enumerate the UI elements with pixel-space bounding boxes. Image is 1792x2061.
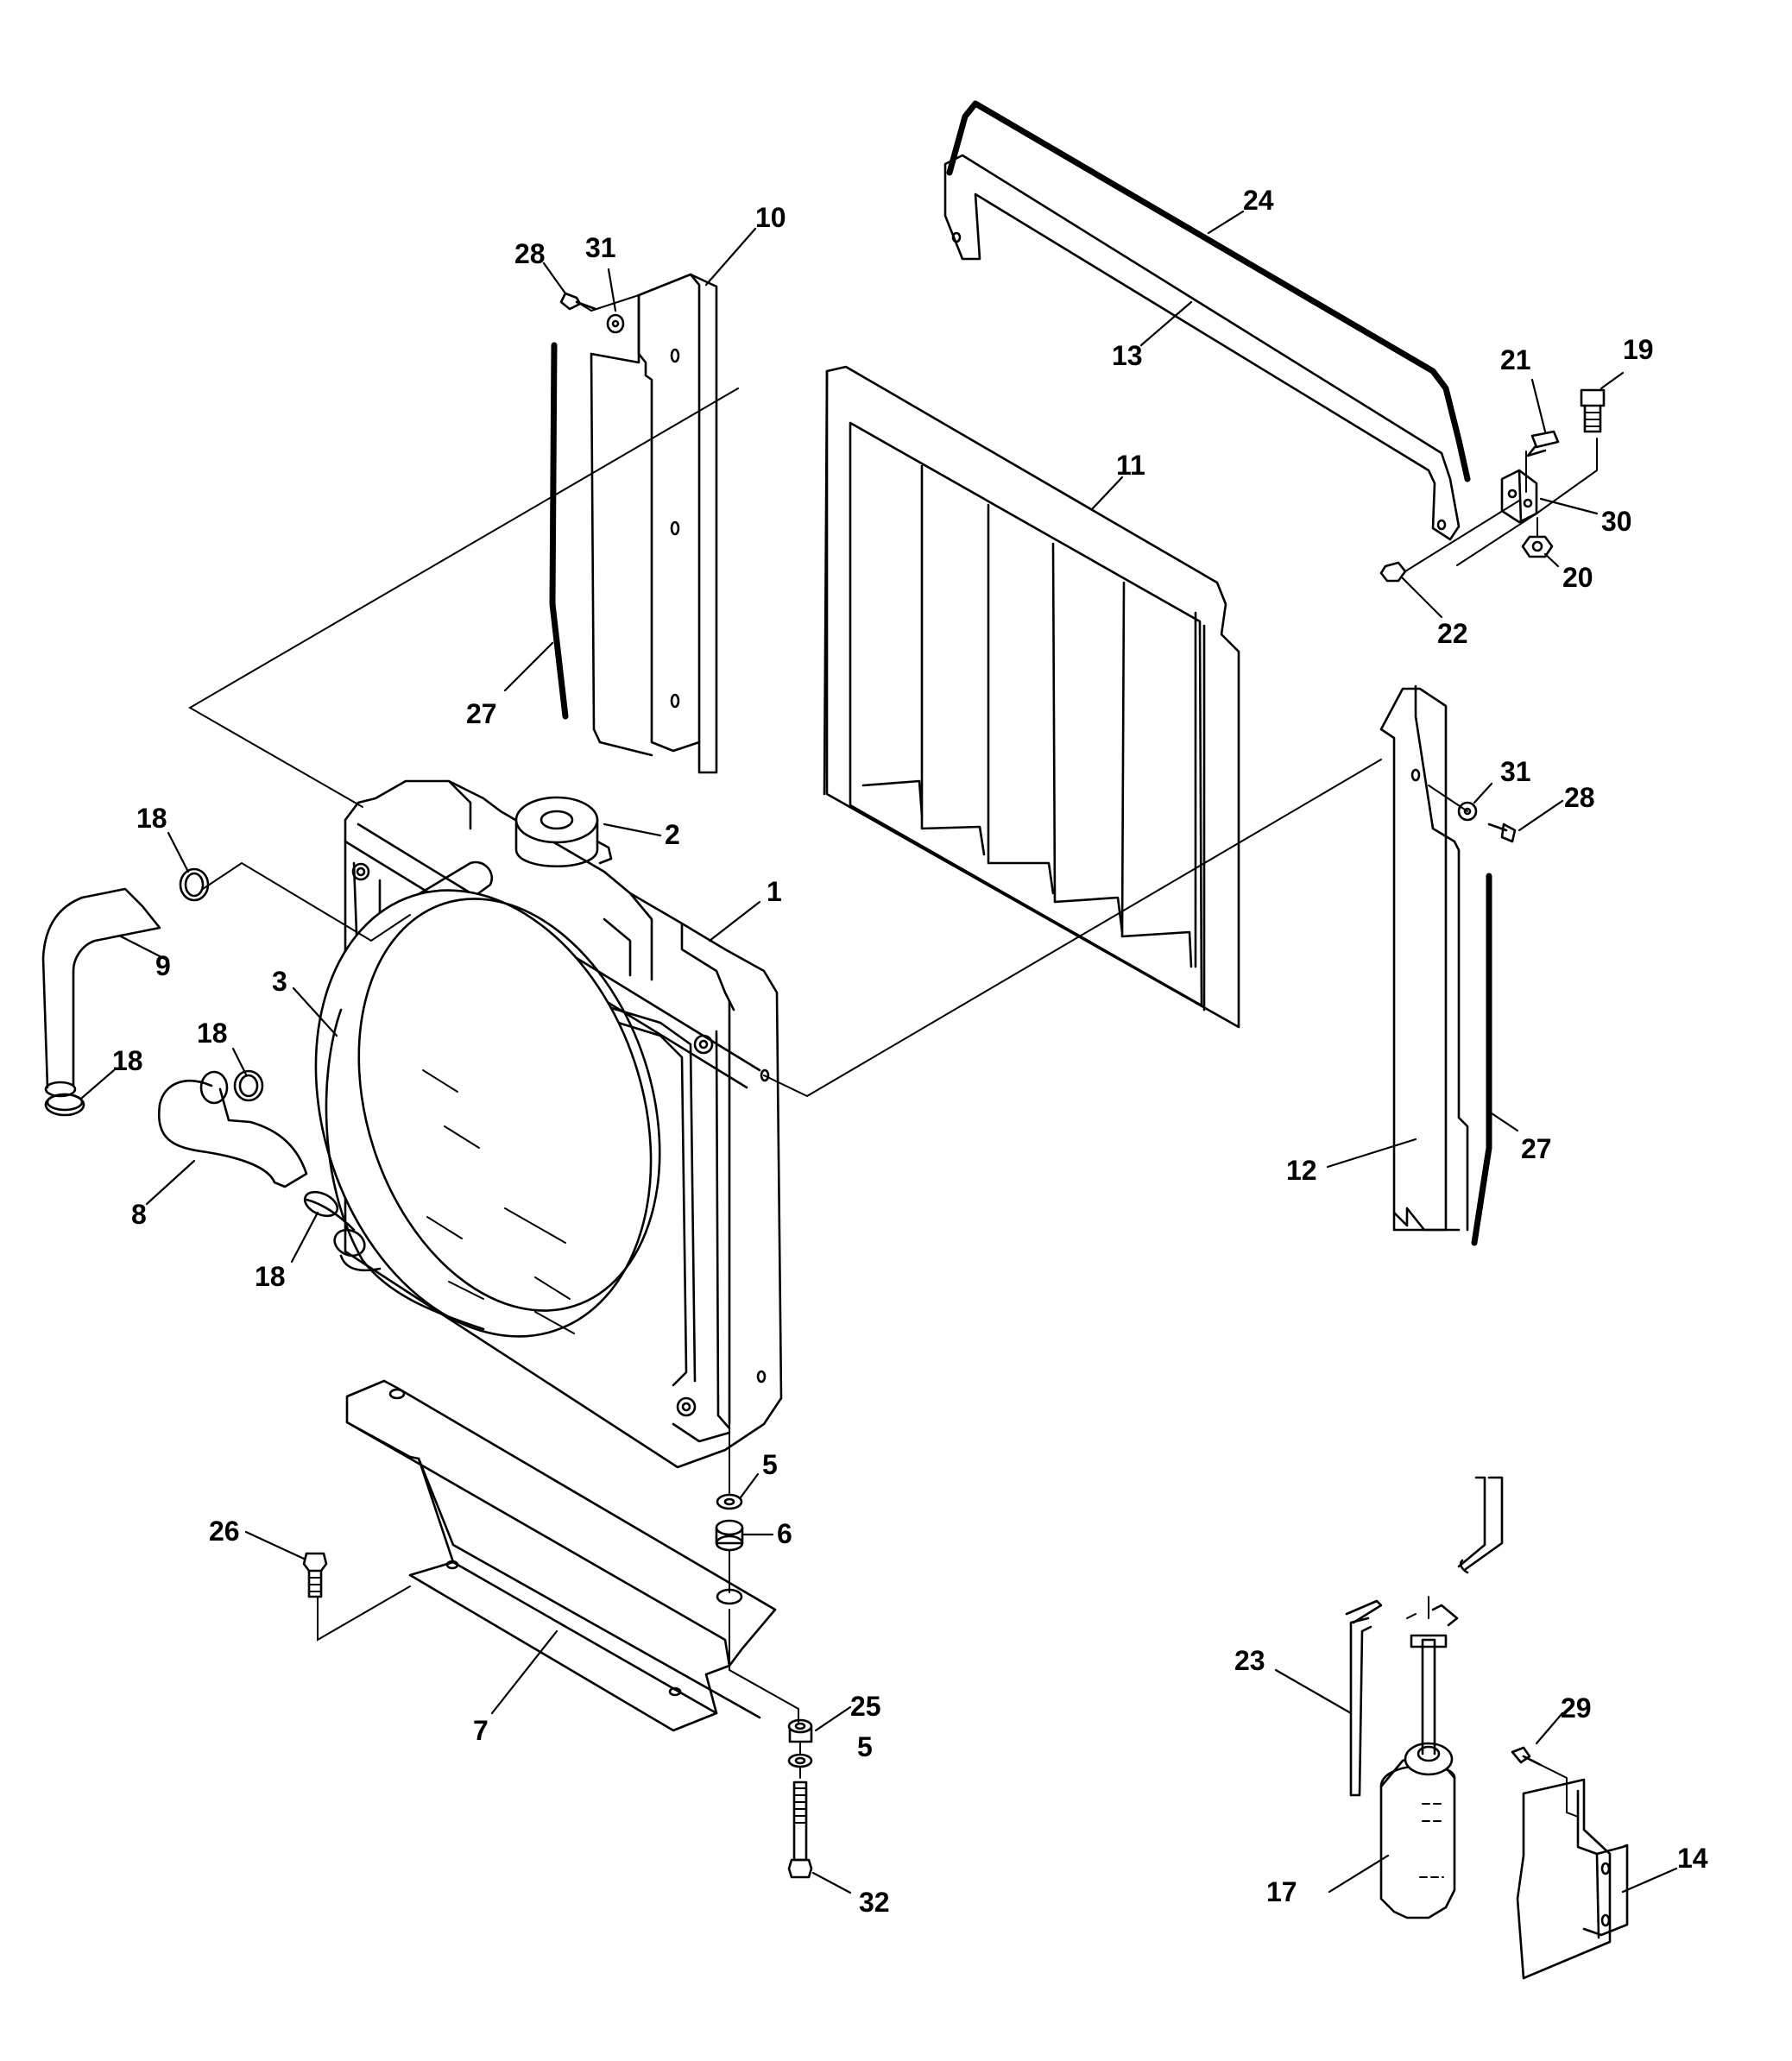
callout-label: 23 — [1234, 1645, 1265, 1676]
washer-part-31-a — [606, 313, 625, 334]
callout-label: 6 — [777, 1518, 792, 1549]
screw-part-28-a — [559, 292, 597, 311]
callout-label: 7 — [473, 1715, 489, 1746]
callout-label: 1 — [767, 876, 782, 907]
upper-hose-part-9 — [41, 887, 161, 1098]
bolt-part-26 — [302, 1552, 328, 1598]
callout-label: 27 — [1521, 1133, 1552, 1164]
callout-label: 8 — [131, 1199, 147, 1230]
overflow-tube-part-23 — [1345, 1476, 1504, 1797]
lower-hose-part-8 — [157, 1070, 356, 1232]
callout-label: 5 — [857, 1731, 873, 1762]
screw-part-28-b — [1487, 823, 1517, 843]
top-bracket-part-13 — [943, 154, 1461, 541]
callout-label: 13 — [1112, 340, 1143, 371]
washer-part-31-b — [1457, 801, 1478, 822]
callout-label: 28 — [514, 238, 546, 269]
callout-label: 18 — [197, 1018, 228, 1049]
reservoir-bracket-part-14 — [1516, 1778, 1629, 1980]
callout-label: 3 — [272, 966, 287, 997]
screw-part-21 — [1526, 430, 1560, 457]
callout-label: 21 — [1500, 344, 1531, 375]
callout-label: 22 — [1437, 618, 1468, 649]
fan-shroud-part-3 — [314, 889, 661, 1338]
hose-clamp-part-18-b — [44, 1093, 85, 1117]
callout-label: 10 — [755, 202, 786, 233]
bracket-part-30 — [1500, 469, 1538, 524]
assembly-alignment-lines — [188, 294, 1598, 1818]
callout-label: 9 — [155, 950, 171, 981]
coolant-reservoir-part-17 — [1379, 1596, 1459, 1919]
callout-label: 18 — [136, 803, 167, 834]
callout-label: 2 — [665, 819, 680, 850]
callout-label: 30 — [1601, 506, 1632, 537]
grille-part-11 — [823, 365, 1240, 1029]
callout-label: 26 — [209, 1516, 240, 1547]
callout-label: 28 — [1564, 782, 1595, 813]
seal-strip-part-27-b — [1471, 873, 1492, 1246]
mounting-bracket-part-7 — [345, 1379, 777, 1732]
callout-label: 12 — [1286, 1155, 1317, 1186]
callout-label: 31 — [585, 232, 616, 263]
callout-label: 29 — [1561, 1692, 1592, 1724]
bolt-part-19 — [1580, 388, 1606, 433]
bolt-part-32 — [787, 1781, 813, 1879]
callout-label: 5 — [762, 1449, 778, 1480]
washer-part-5-b — [787, 1753, 813, 1768]
callout-leader-lines — [80, 210, 1678, 1894]
washer-part-5-a — [716, 1493, 743, 1510]
seal-strip-part-24 — [946, 100, 1471, 482]
spacer-part-25 — [787, 1718, 813, 1743]
nut-part-20 — [1521, 535, 1554, 558]
callout-label: 14 — [1677, 1843, 1708, 1874]
screw-part-29 — [1511, 1746, 1543, 1767]
callout-numbers: 1 2 3 5 5 6 7 8 9 10 11 12 13 14 17 18 1… — [112, 185, 1708, 1918]
callout-label: 31 — [1500, 756, 1531, 787]
callout-label: 25 — [850, 1691, 881, 1722]
side-panel-part-10 — [590, 273, 718, 774]
callout-label: 27 — [466, 698, 497, 729]
hose-clamp-part-18-a — [179, 867, 210, 902]
radiator-cap-part-2 — [514, 796, 613, 868]
callout-label: 19 — [1623, 334, 1654, 365]
callout-label: 18 — [255, 1261, 286, 1292]
callout-label: 11 — [1116, 450, 1145, 481]
callout-label: 24 — [1243, 185, 1274, 216]
callout-label: 32 — [859, 1887, 890, 1918]
callout-label: 20 — [1562, 562, 1593, 593]
spacer-part-6 — [715, 1519, 744, 1552]
side-panel-part-12 — [1379, 684, 1469, 1232]
hose-clamp-part-18-c — [233, 1069, 264, 1102]
callout-label: 17 — [1266, 1876, 1297, 1907]
callout-label: 18 — [112, 1045, 143, 1076]
seal-strip-part-27-a — [549, 342, 569, 720]
nut-part-22 — [1379, 561, 1407, 583]
